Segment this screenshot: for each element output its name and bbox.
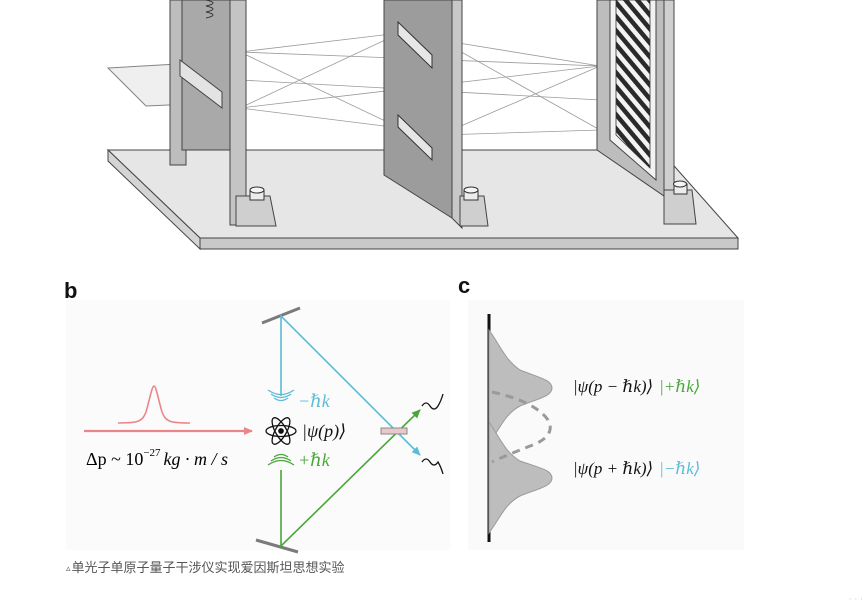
triangle-marker-icon: ▵: [66, 564, 71, 574]
base-plate-side: [107, 148, 201, 251]
wave-emission-icon: [267, 389, 295, 402]
beam-splitter: [380, 427, 408, 435]
atom-icon: [265, 417, 297, 445]
interference-dashed-curve: [491, 390, 552, 464]
panel-c-diagram: |ψ(p − ℏk)⟩|+ℏk⟩ |ψ(p + ℏk)⟩|−ℏk⟩: [468, 300, 744, 550]
grating-screen: [596, 0, 697, 225]
lower-wavepacket: [488, 420, 553, 535]
state-label-psi-p: |ψ(p)⟩: [302, 421, 346, 442]
label-minus-hbar-k: −ℏk: [298, 391, 331, 411]
wave-emission-icon: [267, 453, 295, 466]
upper-wavepacket: [488, 328, 553, 446]
caption-text: 单光子单原子量子干涉仪实现爱因斯坦思想实验: [71, 561, 345, 576]
corner-watermark: · · ·: [848, 595, 863, 605]
panel-label-b: b: [64, 278, 77, 303]
panel-label-c: c: [458, 273, 470, 298]
left-slit-assembly: [169, 0, 277, 227]
lower-state-label: |ψ(p + ℏk)⟩|−ℏk⟩: [573, 459, 700, 478]
spring-icon: [205, 0, 214, 19]
apparatus-illustration: [106, 0, 740, 251]
green-beam-path: [280, 409, 421, 548]
base-plate-front: [199, 237, 739, 250]
upper-state-label: |ψ(p − ℏk)⟩|+ℏk⟩: [573, 377, 700, 396]
figure-caption: ▵单光子单原子量子干涉仪实现爱因斯坦思想实验: [66, 559, 345, 579]
bottom-mirror: [255, 538, 299, 554]
cyan-beam-path: [280, 314, 421, 456]
gaussian-pulse: [117, 385, 191, 424]
photon-wiggle-icon: [421, 393, 444, 410]
panel-c-background: [468, 300, 744, 550]
double-slit-plate: [383, 0, 489, 230]
panel-b-background: [66, 300, 450, 550]
label-plus-hbar-k: +ℏk: [298, 450, 331, 470]
photon-wiggle-icon: [421, 458, 444, 475]
